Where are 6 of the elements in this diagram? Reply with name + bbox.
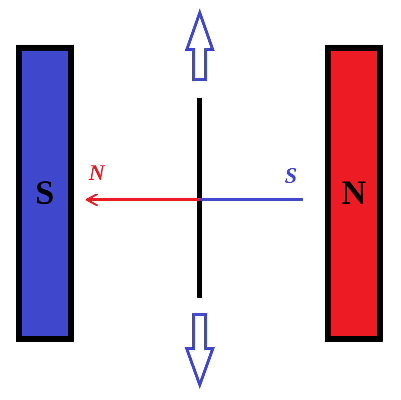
pole-label: N <box>342 174 366 212</box>
magnet-bar <box>16 45 74 342</box>
magnet-bar <box>325 45 383 342</box>
needle-pole-label: N <box>89 162 105 184</box>
needle-pole-label: S <box>285 165 298 187</box>
pole-label: S <box>36 174 54 212</box>
